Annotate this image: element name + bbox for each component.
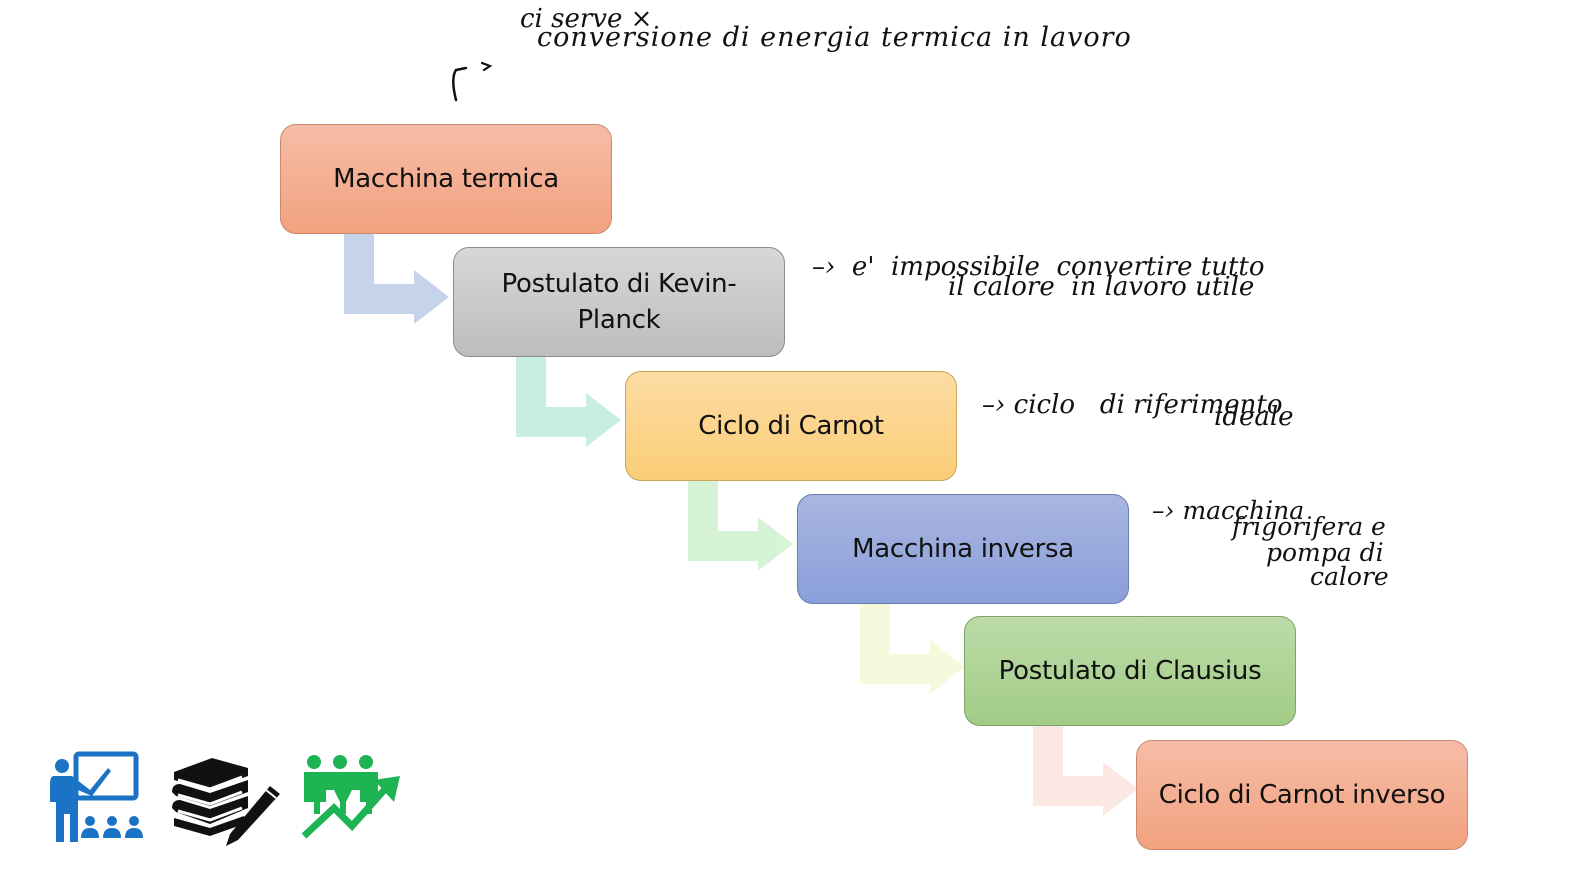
- step-postulato-kevin-planck[interactable]: Postulato di Kevin- Planck: [453, 247, 785, 357]
- connector-arrow-3: [688, 481, 793, 571]
- annotation-kevin-planck-line2: il calore in lavoro utile: [948, 272, 1255, 302]
- step-ciclo-di-carnot[interactable]: Ciclo di Carnot: [625, 371, 957, 481]
- connector-arrow-5: [1033, 726, 1138, 816]
- annotation-inversa-line3: pompa di: [1266, 538, 1384, 567]
- step-label: Macchina inversa: [852, 534, 1074, 564]
- group-growth-icon: [301, 755, 400, 839]
- annotation-kevin-planck-line1: –› e' impossibile convertire tutto: [812, 252, 1265, 282]
- annotation-carnot-line1: –› ciclo di riferimento: [982, 390, 1283, 420]
- annotation-inversa-line1: –› macchina: [1152, 496, 1305, 525]
- connector-arrow-3-shape: [688, 481, 793, 571]
- connector-arrow-4: [860, 604, 965, 694]
- connector-arrow-1: [344, 234, 449, 324]
- annotation-top-line1: ci serve ×: [520, 4, 653, 34]
- annotation-carnot-line2: ideale: [1214, 402, 1294, 432]
- step-label: Postulato di Kevin- Planck: [501, 269, 737, 335]
- annotation-inversa-line4: calore: [1310, 562, 1389, 591]
- connector-arrow-4-shape: [860, 604, 965, 694]
- teacher-presentation-icon: [50, 751, 143, 842]
- step-postulato-clausius[interactable]: Postulato di Clausius: [964, 616, 1296, 726]
- step-label: Ciclo di Carnot inverso: [1158, 780, 1446, 810]
- step-label: Ciclo di Carnot: [698, 411, 884, 441]
- connector-arrow-2-shape: [516, 357, 621, 447]
- connector-arrow-2: [516, 357, 621, 447]
- books-pencil-icon: [172, 758, 280, 846]
- annotation-curved-arrow-icon: [452, 61, 493, 102]
- step-ciclo-carnot-inverso[interactable]: Ciclo di Carnot inverso: [1136, 740, 1468, 850]
- annotation-top-line2: conversione di energia termica in lavoro: [537, 22, 1132, 53]
- step-macchina-inversa[interactable]: Macchina inversa: [797, 494, 1129, 604]
- annotation-inversa-line2: frigorifera e: [1232, 512, 1386, 541]
- connector-arrow-5-shape: [1033, 726, 1138, 816]
- step-label: Macchina termica: [333, 164, 559, 194]
- step-macchina-termica[interactable]: Macchina termica: [280, 124, 612, 234]
- connector-arrow-1-shape: [344, 234, 449, 324]
- step-label: Postulato di Clausius: [998, 656, 1262, 686]
